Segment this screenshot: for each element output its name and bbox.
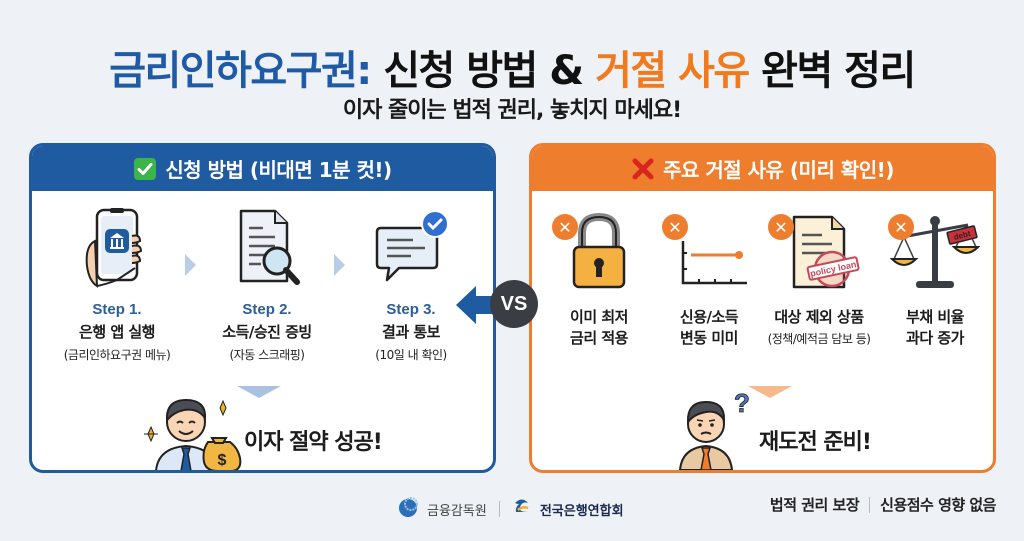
message-check-icon	[336, 206, 486, 291]
cross-mark-icon	[631, 157, 655, 181]
step-name: 은행 앱 실행	[79, 323, 155, 341]
panel-header: 주요 거절 사유 (미리 확인!)	[532, 146, 993, 191]
step-label: Step 3.	[386, 301, 436, 318]
title-middle: 신청 방법 &	[370, 48, 596, 94]
chevron-right-icon	[185, 254, 196, 276]
step-desc: (금리인하요구권 메뉴)	[63, 348, 171, 362]
happy-man-money-bag-icon: $	[136, 386, 246, 470]
check-mark-icon	[133, 157, 157, 181]
vs-badge: VS	[490, 280, 538, 328]
confused-man-icon: ?	[672, 388, 752, 470]
page-title: 금리인하요구권: 신청 방법 & 거절 사유 완벽 정리	[0, 38, 1024, 96]
fss-logo-icon	[397, 496, 419, 522]
step-label: Step 2.	[242, 301, 292, 318]
step-desc: (10일 내 확인)	[375, 348, 447, 362]
panel-header-label: 신청 방법 (비대면 1분 컷!)	[165, 158, 392, 182]
reason-name: 대상 제외 상품	[774, 308, 864, 326]
panel-header-label: 주요 거절 사유 (미리 확인!)	[663, 158, 894, 182]
step-name: 결과 통보	[382, 323, 440, 341]
policy-loan-stamp-icon: policy loan	[754, 206, 884, 291]
step-name: 소득/승진 증빙	[222, 323, 312, 341]
reason-3: ✕ policy loan 대상 제외 상품 (정책/예적금 담보 등)	[754, 206, 884, 347]
title-rejection: 거절 사유	[595, 48, 750, 94]
note-legal-right: 법적 권리 보장	[769, 496, 860, 514]
step-label: Step 1.	[92, 301, 142, 318]
title-end: 완벽 정리	[748, 48, 916, 94]
org-kfb: 전국은행연합회	[539, 503, 624, 519]
step-2: Step 2. 소득/승진 증빙 (자동 스크래핑)	[192, 206, 342, 363]
flat-line-chart-icon	[654, 206, 764, 291]
panel-header: 신청 방법 (비대면 1분 컷!)	[32, 146, 493, 191]
phone-bank-app-icon	[42, 206, 192, 291]
success-label: 이자 절약 성공!	[244, 430, 383, 455]
note-credit-score: 신용점수 영향 없음	[880, 496, 996, 514]
chevron-right-icon	[334, 254, 345, 276]
reason-desc: (정책/예적금 담보 등)	[767, 332, 871, 346]
x-badge-icon: ✕	[888, 214, 914, 240]
footer-divider	[869, 496, 871, 513]
svg-text:$: $	[218, 452, 227, 469]
x-badge-icon: ✕	[768, 214, 794, 240]
step-1: Step 1. 은행 앱 실행 (금리인하요구권 메뉴)	[42, 206, 192, 363]
chevron-down-icon	[748, 386, 792, 398]
arrow-left-icon	[456, 286, 512, 324]
application-method-panel: 신청 방법 (비대면 1분 컷!) Step 1. 은행 앱 실행	[29, 143, 496, 473]
footer-notes: 법적 권리 보장 신용점수 영향 없음	[769, 494, 997, 515]
kfb-logo-icon	[512, 498, 532, 520]
padlock-icon	[544, 206, 654, 291]
step-3: Step 3. 결과 통보 (10일 내 확인)	[336, 206, 486, 363]
success-result: $ 이자 절약 성공!	[32, 378, 493, 470]
retry-result: ? 재도전 준비!	[532, 378, 993, 470]
document-magnifier-icon	[192, 206, 342, 291]
x-badge-icon: ✕	[552, 214, 578, 240]
retry-label: 재도전 준비!	[759, 430, 872, 455]
title-keyword: 금리인하요구권:	[109, 48, 372, 94]
debt-scale-icon: debt	[880, 206, 990, 291]
svg-text:debt: debt	[953, 229, 972, 242]
step-desc: (자동 스크래핑)	[229, 348, 305, 362]
footer-divider	[498, 501, 500, 517]
org-fss: 금융감독원	[427, 503, 487, 519]
chevron-down-icon	[237, 386, 281, 398]
footer-orgs: 금융감독원 전국은행연합회	[397, 496, 624, 522]
page-subtitle: 이자 줄이는 법적 권리, 놓치지 마세요!	[342, 98, 682, 123]
x-badge-icon: ✕	[662, 214, 688, 240]
svg-text:?: ?	[734, 390, 750, 418]
